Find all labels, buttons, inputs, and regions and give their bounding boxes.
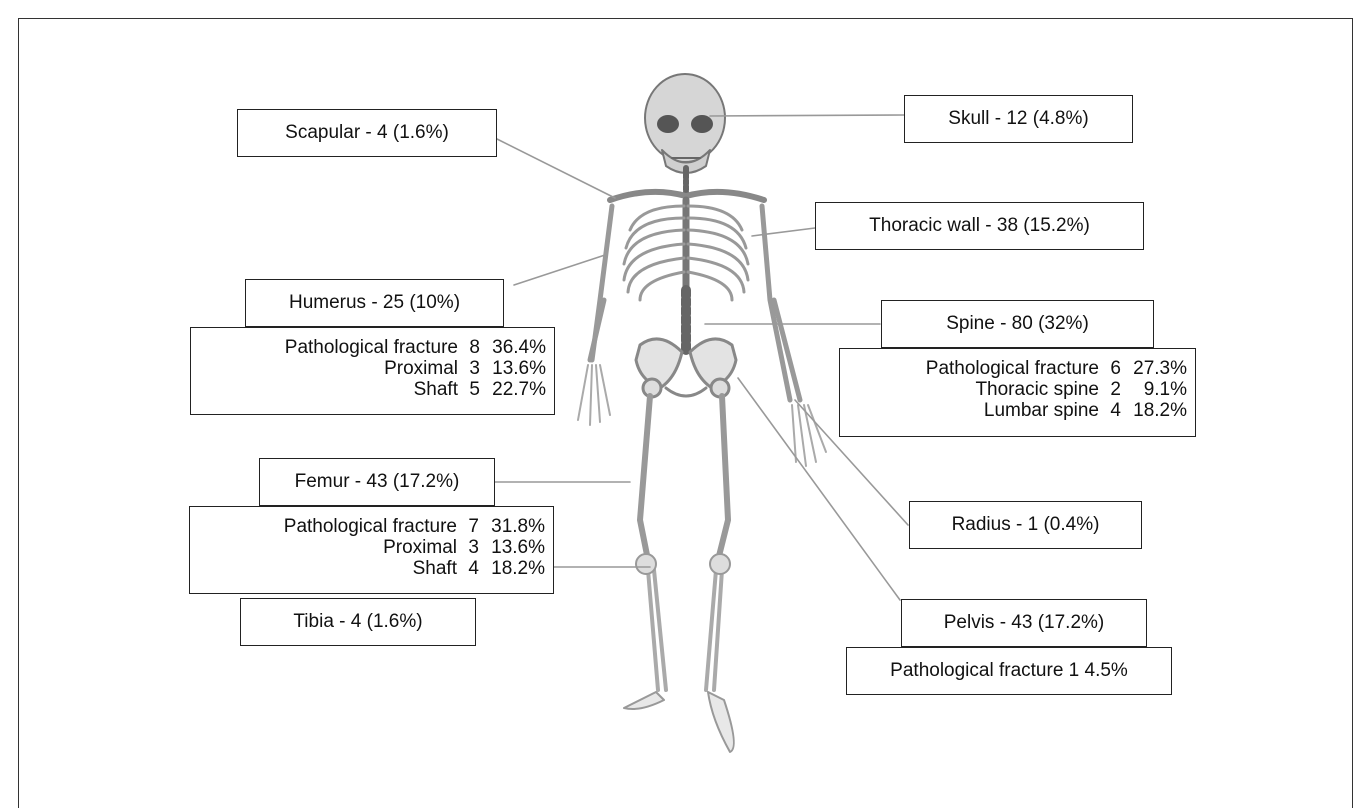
tibia-label-text: Tibia - 4 (1.6%) xyxy=(293,611,422,633)
humerus-label: Humerus - 25 (10%) xyxy=(245,279,504,327)
humerus-label-text: Humerus - 25 (10%) xyxy=(289,292,460,314)
scapular-label: Scapular - 4 (1.6%) xyxy=(237,109,497,157)
thoracic-wall-label-text: Thoracic wall - 38 (15.2%) xyxy=(869,215,1090,237)
radius-label: Radius - 1 (0.4%) xyxy=(909,501,1142,549)
tibia-label: Tibia - 4 (1.6%) xyxy=(240,598,476,646)
skull-label: Skull - 12 (4.8%) xyxy=(904,95,1133,143)
spine-label-text: Spine - 80 (32%) xyxy=(946,313,1089,335)
skull-label-text: Skull - 12 (4.8%) xyxy=(948,108,1088,130)
femur-label-text: Femur - 43 (17.2%) xyxy=(295,471,460,493)
pelvis-detail-text: Pathological fracture 1 4.5% xyxy=(890,660,1128,682)
spine-label: Spine - 80 (32%) xyxy=(881,300,1154,348)
pelvis-label: Pelvis - 43 (17.2%) xyxy=(901,599,1147,647)
femur-label: Femur - 43 (17.2%) xyxy=(259,458,495,506)
scapular-label-text: Scapular - 4 (1.6%) xyxy=(285,122,449,144)
leg-shapes xyxy=(640,396,728,560)
pelvis-label-text: Pelvis - 43 (17.2%) xyxy=(944,612,1105,634)
skull-shape xyxy=(645,74,725,173)
arm-shapes xyxy=(590,206,800,400)
radius-label-text: Radius - 1 (0.4%) xyxy=(952,514,1100,536)
thoracic-wall-label: Thoracic wall - 38 (15.2%) xyxy=(815,202,1144,250)
pelvis-detail-box: Pathological fracture 1 4.5% xyxy=(846,647,1172,695)
